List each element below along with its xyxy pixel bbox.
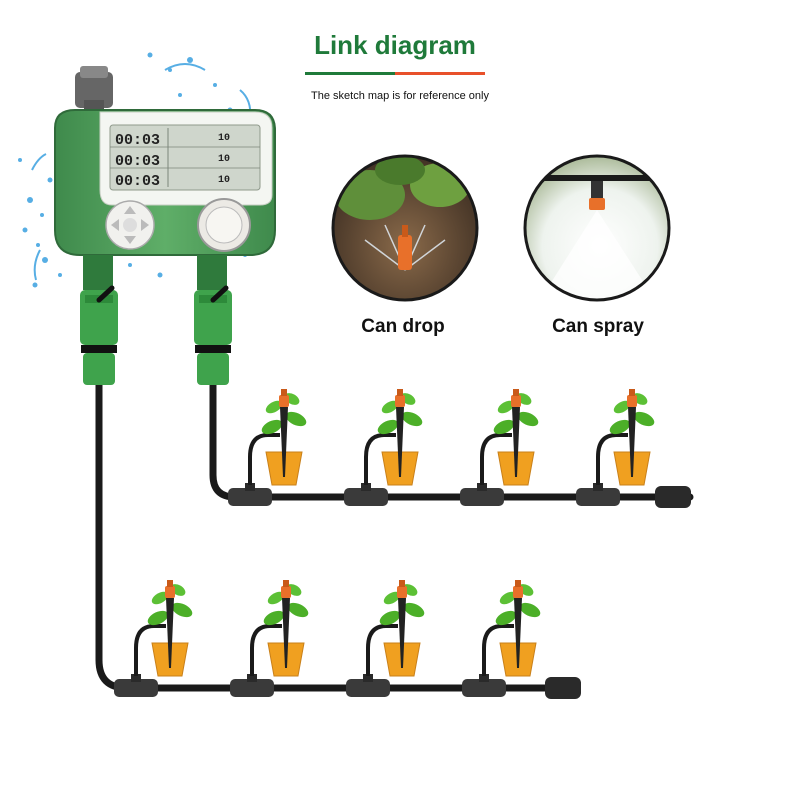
timer-row-3-value: 10 bbox=[218, 175, 230, 186]
timer-row-2-time: 00:03 bbox=[115, 153, 160, 170]
potted-plant-icon bbox=[261, 393, 307, 452]
emitter-station-bottom-4 bbox=[462, 580, 541, 697]
drip-emitter-icon bbox=[165, 580, 175, 668]
title-underline bbox=[305, 72, 485, 75]
emitter-station-top-4 bbox=[576, 389, 655, 506]
potted-plant-icon bbox=[147, 584, 193, 643]
emitter-station-bottom-1 bbox=[114, 580, 193, 697]
drip-emitter-icon bbox=[281, 580, 291, 668]
spray-inset-photo bbox=[523, 154, 671, 302]
timer-row-1-value: 10 bbox=[218, 133, 230, 144]
drip-emitter-icon bbox=[627, 389, 637, 477]
page-title: Link diagram bbox=[314, 30, 476, 60]
end-cap-bottom bbox=[545, 677, 581, 699]
drip-emitter-icon bbox=[397, 580, 407, 668]
emitter-stations bbox=[114, 389, 691, 699]
timer-row-1-time: 00:03 bbox=[115, 132, 160, 149]
water-timer-icon: 00:03 00:03 00:03 10 10 10 bbox=[54, 66, 276, 385]
timer-row-3-time: 00:03 bbox=[115, 173, 160, 190]
emitter-station-bottom-2 bbox=[230, 580, 309, 697]
potted-plant-icon bbox=[609, 393, 655, 452]
emitter-station-top-3 bbox=[460, 389, 539, 506]
drip-emitter-icon bbox=[279, 389, 289, 477]
drip-emitter-icon bbox=[513, 580, 523, 668]
emitter-station-bottom-3 bbox=[346, 580, 425, 697]
emitter-station-top-1 bbox=[228, 389, 307, 506]
emitter-station-top-2 bbox=[344, 389, 423, 506]
drip-inset-photo bbox=[331, 154, 479, 302]
drip-emitter-icon bbox=[511, 389, 521, 477]
drip-emitter-icon bbox=[395, 389, 405, 477]
inset-caption-drop: Can drop bbox=[361, 316, 445, 337]
end-cap-top bbox=[655, 486, 691, 508]
timer-row-2-value: 10 bbox=[218, 154, 230, 165]
page-subtitle: The sketch map is for reference only bbox=[311, 90, 489, 102]
inset-caption-spray: Can spray bbox=[552, 316, 644, 337]
